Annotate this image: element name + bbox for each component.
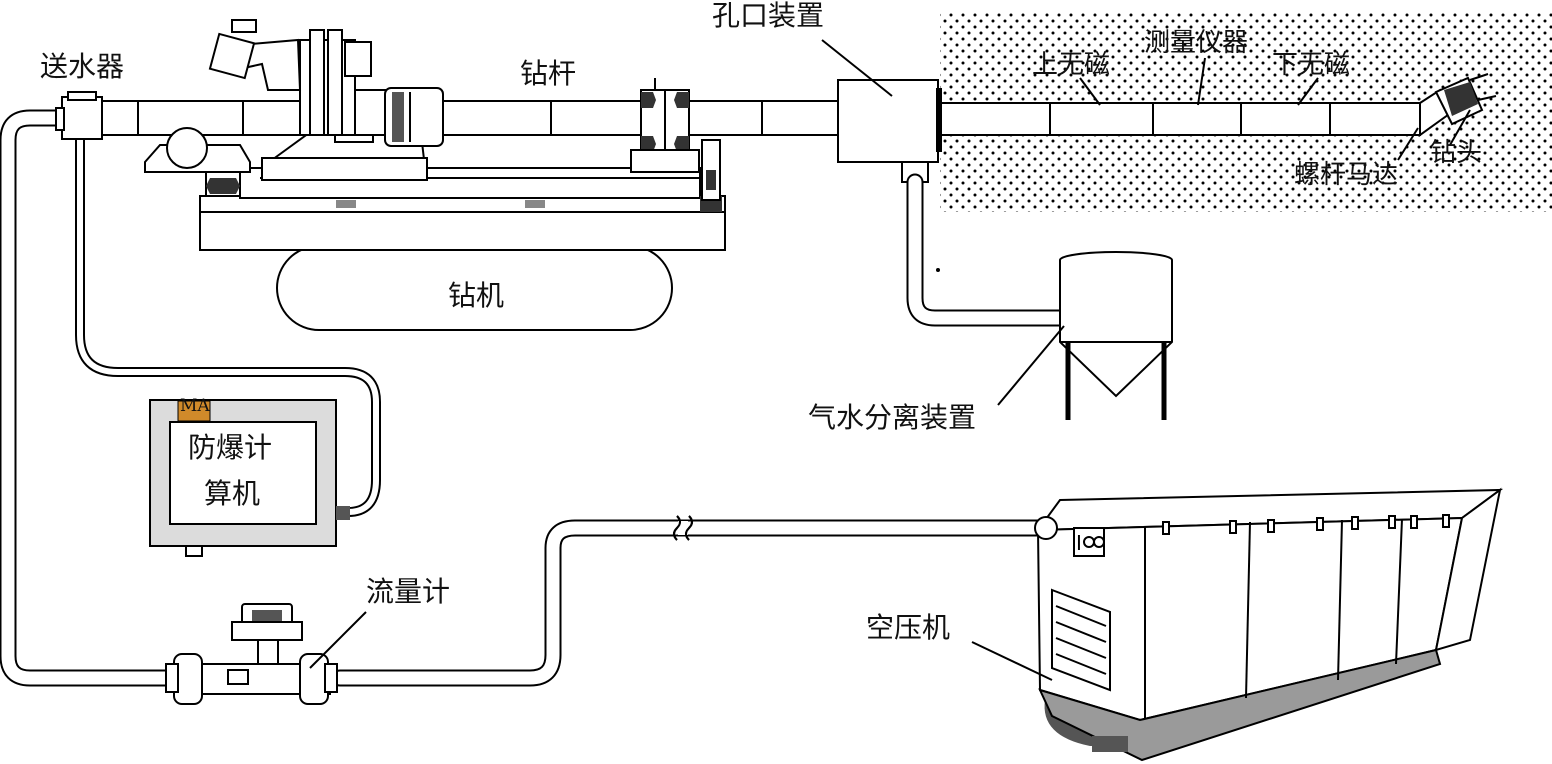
- flow-meter: [165, 603, 338, 705]
- label-measuring-instrument: 测量仪器: [1144, 28, 1249, 58]
- label-drill-bit: 钻头: [1430, 138, 1483, 168]
- label-orifice-device: 孔口装置: [712, 0, 825, 32]
- water-feeder: [55, 91, 103, 140]
- gas-water-separator: [936, 251, 1173, 420]
- label-computer-line1: 防爆计: [188, 431, 273, 464]
- drill-bit: [1434, 73, 1497, 126]
- label-water-feeder: 送水器: [40, 50, 125, 83]
- label-computer-line2: 算机: [204, 477, 261, 510]
- label-screw-motor: 螺杆马达: [1294, 160, 1399, 190]
- label-drill-rig: 钻机: [448, 279, 505, 312]
- drill-rod-string: [94, 88, 1454, 137]
- explosion-proof-computer: [149, 399, 350, 557]
- label-lower-nonmagnetic: 下无磁: [1272, 50, 1351, 80]
- label-upper-nonmagnetic: 上无磁: [1032, 50, 1111, 80]
- signal-cable: [75, 135, 381, 517]
- drill-rig: [144, 19, 726, 331]
- label-flow-meter: 流量计: [366, 575, 451, 608]
- label-air-compressor: 空压机: [866, 611, 951, 644]
- label-drill-rod: 钻杆: [520, 57, 577, 90]
- svg-text:I: I: [1076, 531, 1082, 555]
- ma-mark: MA: [180, 396, 210, 416]
- air-compressor: I: [1034, 487, 1504, 762]
- label-gas-water-separator: 气水分离装置: [808, 401, 977, 434]
- water-hose: [0, 109, 1049, 687]
- leader-lines: [309, 39, 1471, 681]
